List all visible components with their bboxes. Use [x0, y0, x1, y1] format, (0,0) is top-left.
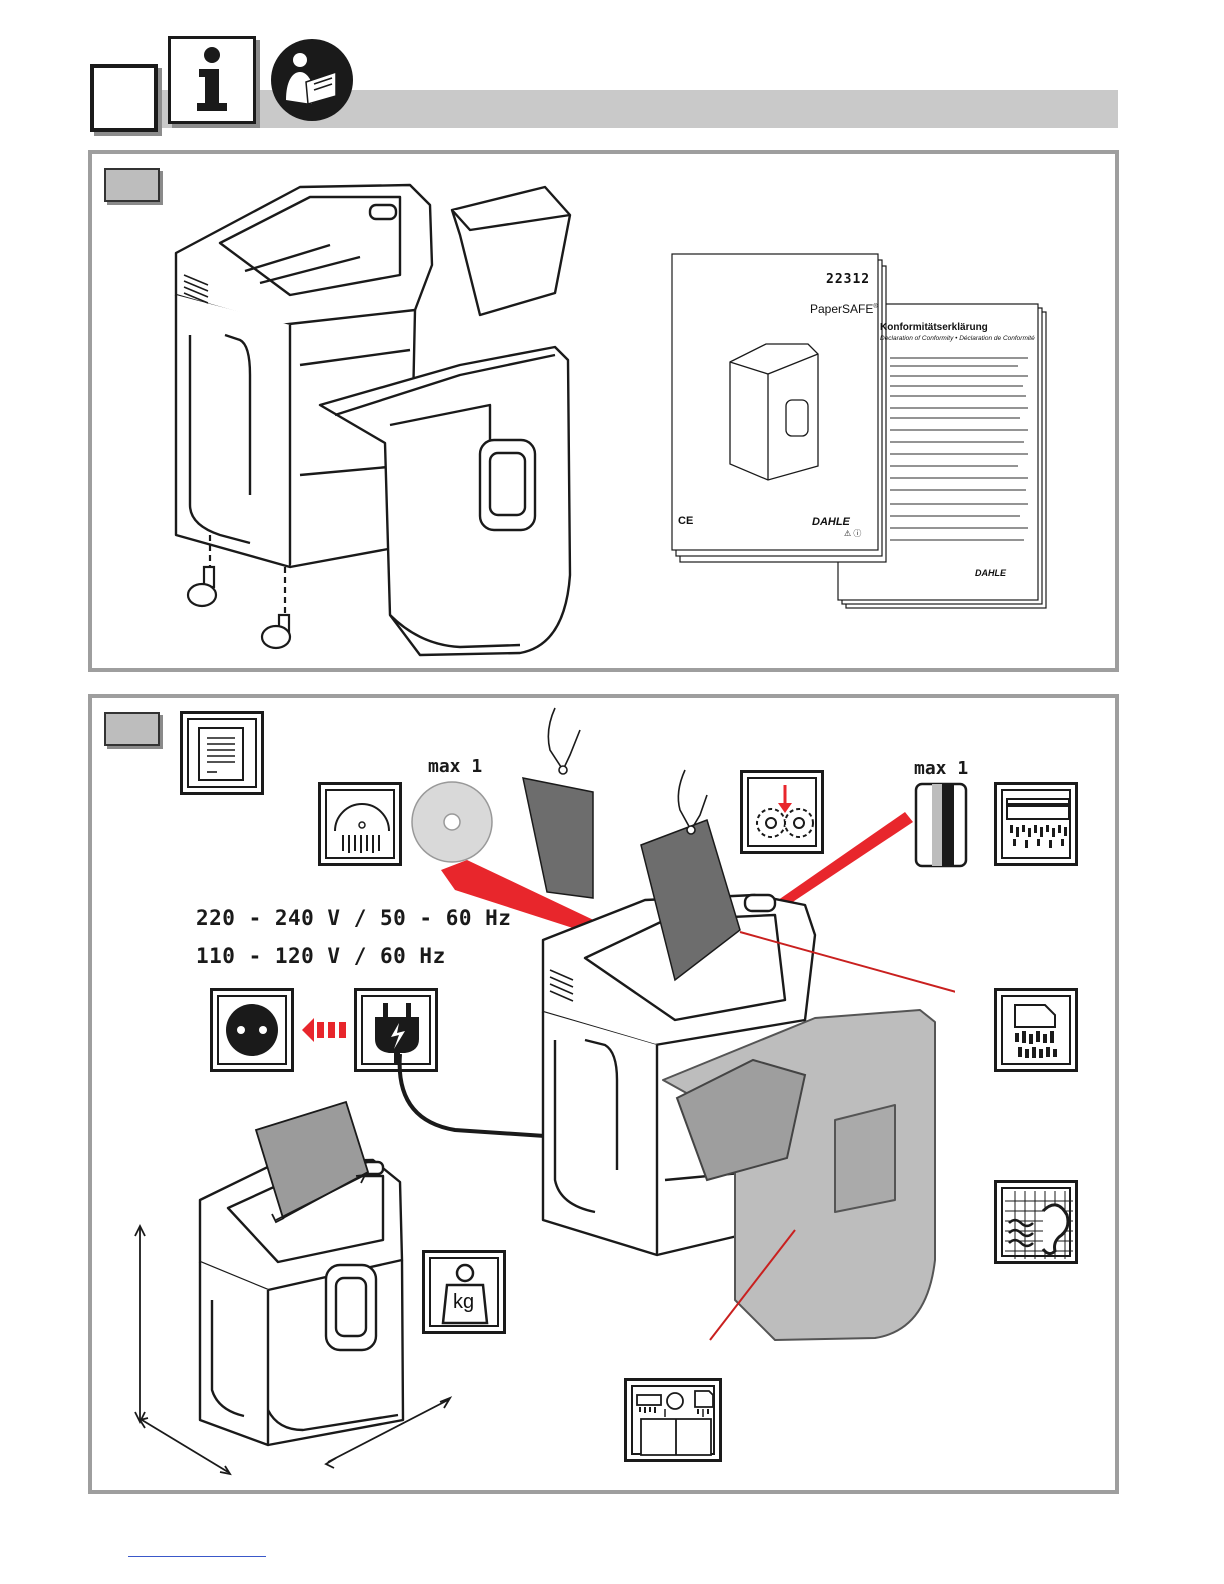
- dimensions-illustration: [128, 1090, 468, 1490]
- power-socket-icon-box: [210, 988, 294, 1072]
- paper-icon: [197, 726, 247, 782]
- paper-shred-icon: [1011, 1001, 1067, 1063]
- conformity-brand-logo: DAHLE: [975, 568, 1006, 578]
- cd-shred-icon: [331, 793, 393, 857]
- noise-level-icon-box: [994, 1180, 1078, 1264]
- card-shred-icon-box: [994, 782, 1078, 866]
- paper-shred-icon-box: [994, 988, 1078, 1072]
- card-shred-icon: [1005, 795, 1071, 855]
- shredder-exploded-illustration: [160, 175, 590, 660]
- footer-link-underline[interactable]: [128, 1556, 266, 1557]
- separate-bins-icon: [635, 1389, 717, 1457]
- info-icon-box: [168, 36, 256, 124]
- panel-b-tag: [104, 712, 160, 746]
- manual-model-number: 22312: [826, 272, 870, 287]
- paper-icon-box: [180, 711, 264, 795]
- weight-unit-label: kg: [453, 1291, 474, 1314]
- ear-noise-icon: [1005, 1191, 1073, 1259]
- plug-in-arrow-icon: [300, 1016, 348, 1044]
- separate-bins-icon-box: [624, 1378, 722, 1462]
- panel-a-tag: [104, 168, 160, 202]
- ce-mark: CE: [678, 515, 693, 527]
- conformity-title: Konformitätserklärung: [880, 322, 1035, 333]
- info-icon: [171, 39, 253, 121]
- manual-brand-logo: DAHLE: [812, 516, 850, 528]
- svg-text:⚠ ⓘ: ⚠ ⓘ: [844, 529, 861, 538]
- section-number-box: [90, 64, 158, 132]
- weight-icon-box: kg: [422, 1250, 506, 1334]
- read-manual-icon: [270, 38, 354, 122]
- conformity-subtitle: Declaration of Conformity • Déclaration …: [880, 335, 1035, 342]
- manual-product-name: PaperSAFE®: [810, 302, 878, 316]
- power-socket-icon: [223, 1001, 281, 1059]
- cd-shred-icon-box: [318, 782, 402, 866]
